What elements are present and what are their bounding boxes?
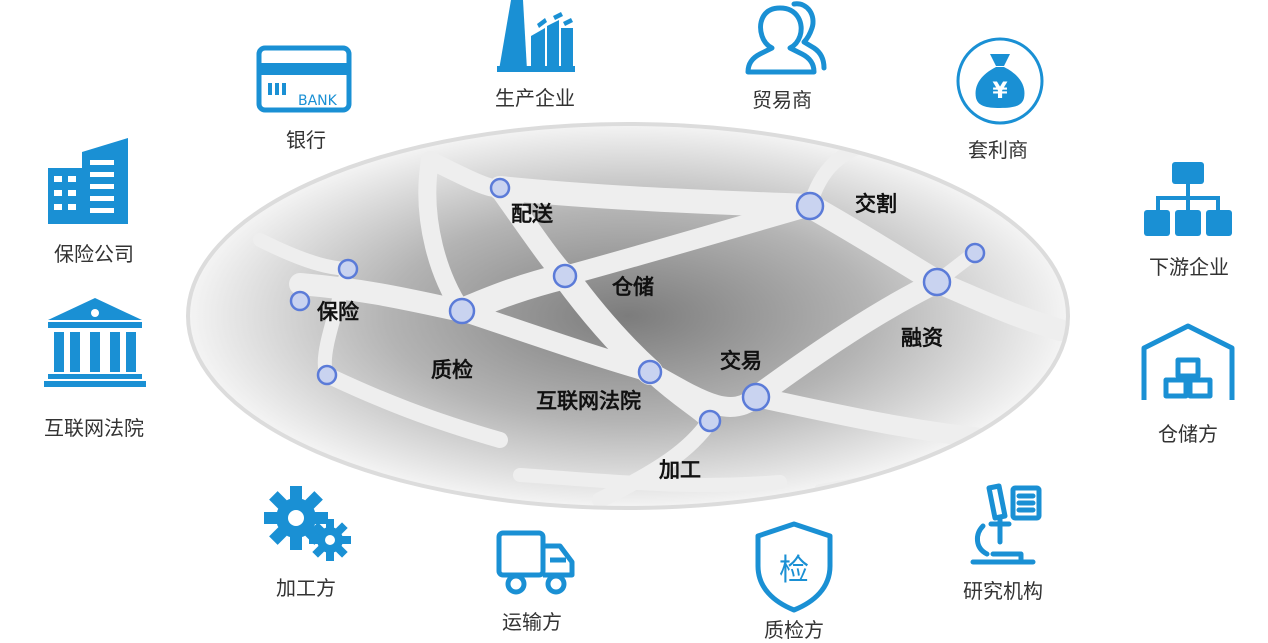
network-junction: [337, 258, 359, 280]
yen-symbol: ¥: [992, 79, 1008, 104]
people-icon: [745, 1, 827, 75]
factory-icon: [497, 0, 575, 72]
microscope-icon: [970, 483, 1042, 565]
node-label-distribution: 配送: [511, 202, 553, 226]
actor-label-court: 互联网法院: [44, 416, 144, 440]
office-building-icon: [48, 138, 128, 224]
actor-label-transport: 运输方: [502, 610, 562, 634]
bank-card-icon: BANK: [256, 45, 352, 113]
node-label-financing: 融资: [901, 326, 943, 350]
network-junction: [489, 177, 511, 199]
actor-label-bank: 银行: [286, 128, 326, 152]
network-junction: [964, 242, 986, 264]
actor-label-research: 研究机构: [963, 579, 1043, 603]
courthouse-icon: [44, 298, 146, 387]
network-junction: [741, 382, 771, 412]
gears-icon: [264, 486, 351, 561]
node-label-trading: 交易: [720, 349, 762, 373]
node-label-court: 互联网法院: [536, 389, 641, 413]
node-label-delivery: 交割: [855, 192, 897, 216]
central-network-ellipse: [186, 122, 1070, 510]
network-junction: [448, 297, 476, 325]
network-junction: [922, 267, 952, 297]
network-junction: [795, 191, 825, 221]
actor-label-warehouse-party: 仓储方: [1158, 422, 1218, 446]
warehouse-icon: [1141, 323, 1235, 400]
actor-label-downstream: 下游企业: [1149, 255, 1229, 279]
actor-label-trader: 贸易商: [752, 88, 812, 112]
bank-card-text: BANK: [298, 93, 338, 109]
node-label-insurance: 保险: [317, 300, 359, 324]
org-chart-icon: [1144, 162, 1232, 236]
network-junction: [289, 290, 311, 312]
inspection-character: 检: [779, 553, 809, 588]
money-bag-icon: ¥: [956, 37, 1044, 125]
node-label-storage: 仓储: [612, 275, 654, 299]
inspection-shield-icon: 检: [755, 521, 833, 613]
node-label-processing: 加工: [659, 458, 701, 482]
node-label-quality: 质检: [431, 358, 473, 382]
supply-chain-diagram: 配送 交割 仓储 保险 融资 质检 交易 互联网法院 加工 保险公司 BANK …: [44, 0, 1235, 642]
network-junction: [637, 359, 663, 385]
truck-icon: [496, 530, 575, 595]
actor-label-inspection-party: 质检方: [764, 618, 824, 642]
actor-label-processing-party: 加工方: [276, 576, 336, 600]
network-junction: [316, 364, 338, 386]
actor-label-arbitrageur: 套利商: [968, 138, 1028, 162]
actor-label-producer: 生产企业: [495, 86, 575, 110]
actor-label-insurance: 保险公司: [54, 242, 134, 266]
network-junction: [552, 263, 578, 289]
network-junction: [698, 409, 722, 433]
